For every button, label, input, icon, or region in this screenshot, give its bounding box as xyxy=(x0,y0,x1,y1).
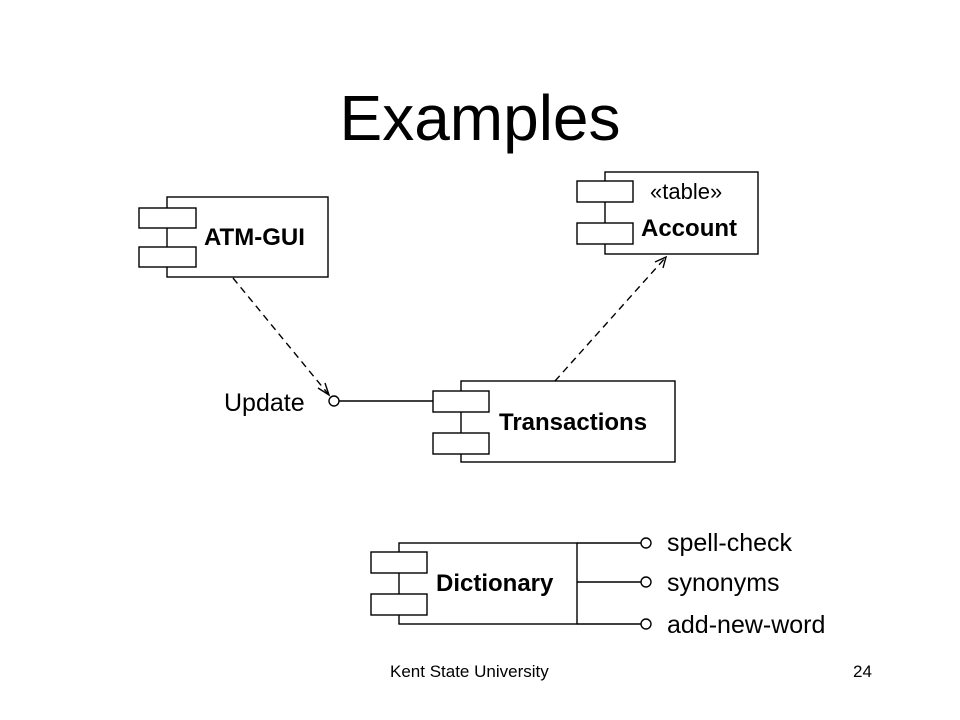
synonyms-interface-label: synonyms xyxy=(667,569,780,597)
update-interface-circle xyxy=(328,395,340,407)
synonyms-interface-circle xyxy=(640,576,652,588)
atm-update-dependency xyxy=(232,277,330,396)
add-new-word-interface-circle xyxy=(640,618,652,630)
account-stereotype-label: «table» xyxy=(650,179,722,204)
dictionary-component xyxy=(370,542,578,625)
spell-check-interface-circle xyxy=(640,537,652,549)
atm-gui-label: ATM-GUI xyxy=(204,224,305,251)
atm-update-arrowhead xyxy=(317,382,331,397)
footer-university: Kent State University xyxy=(390,662,549,681)
spell-check-interface-label: spell-check xyxy=(667,529,793,557)
account-label: Account xyxy=(641,215,737,242)
atm-gui-component xyxy=(138,196,329,278)
update-interface-label: Update xyxy=(224,389,305,417)
transactions-account-arrowhead xyxy=(654,255,668,269)
transactions-label: Transactions xyxy=(499,409,647,436)
transactions-account-dependency xyxy=(554,256,667,382)
add-new-word-interface-label: add-new-word xyxy=(667,611,825,639)
slide-title: Examples xyxy=(339,82,621,154)
transactions-component xyxy=(432,380,676,463)
page-number: 24 xyxy=(853,662,872,681)
account-component xyxy=(576,171,759,255)
dictionary-label: Dictionary xyxy=(436,570,554,597)
